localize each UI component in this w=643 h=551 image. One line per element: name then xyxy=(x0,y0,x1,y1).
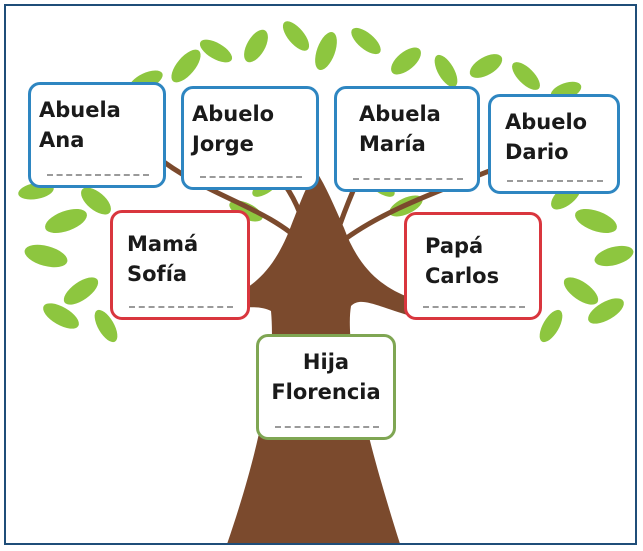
name-underline xyxy=(200,176,302,178)
name-underline xyxy=(275,426,379,428)
grandmother-maria-label: Abuela María xyxy=(359,102,441,156)
grandfather-jorge-label: Abuelo Jorge xyxy=(192,102,275,156)
grandfather-dario-card[interactable]: Abuelo Dario xyxy=(488,94,620,194)
grandmother-ana-card[interactable]: Abuela Ana xyxy=(28,82,166,188)
mother-sofia-card[interactable]: Mamá Sofía xyxy=(110,210,250,320)
name-underline xyxy=(353,178,463,180)
father-carlos-label: Papá Carlos xyxy=(425,234,500,288)
daughter-florencia-label: Hija Florencia xyxy=(271,350,381,404)
name-underline xyxy=(507,180,603,182)
daughter-florencia-card[interactable]: Hija Florencia xyxy=(256,334,396,440)
grandmother-ana-label: Abuela Ana xyxy=(39,98,121,152)
grandmother-maria-card[interactable]: Abuela María xyxy=(334,86,480,192)
mother-sofia-label: Mamá Sofía xyxy=(127,232,199,286)
name-underline xyxy=(47,174,149,176)
family-tree-diagram: Abuela Ana Abuelo Jorge Abuela María Abu… xyxy=(4,4,637,545)
grandfather-jorge-card[interactable]: Abuelo Jorge xyxy=(181,86,319,190)
father-carlos-card[interactable]: Papá Carlos xyxy=(404,212,542,320)
name-underline xyxy=(423,306,525,308)
grandfather-dario-label: Abuelo Dario xyxy=(505,110,588,164)
name-underline xyxy=(129,306,233,308)
leaves xyxy=(18,21,634,343)
